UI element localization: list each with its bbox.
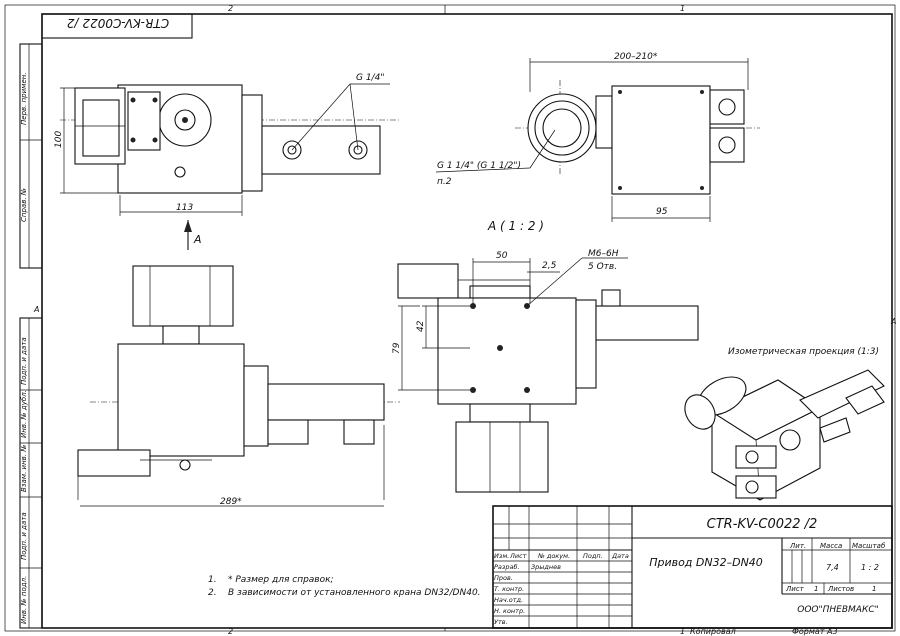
- zone-mark-bottom-left: 2: [228, 627, 233, 636]
- note-2-text: В зависимости от установленного крана DN…: [228, 588, 481, 598]
- developer-name: Зрыднев: [531, 563, 561, 571]
- section-a-dim-42: 42: [416, 320, 426, 332]
- zone-mark-top-left: 2: [228, 4, 233, 13]
- top-view-dim-width: 113: [176, 203, 193, 213]
- title-block-name: Привод DN32–DN40: [649, 556, 763, 569]
- value-sheets: 1: [872, 585, 876, 593]
- title-block: CTR-KV-C0022 /2 Изм. Лист № докум. Подп.…: [492, 505, 893, 629]
- role-nach-otd: Нач.отд.: [494, 596, 523, 604]
- label-sheets: Листов: [827, 585, 854, 593]
- company-name: ООО"ПНЕВМАКС": [797, 605, 879, 615]
- section-a-thread-note: M6–6H: [588, 249, 619, 259]
- notes-block: 1. * Размер для справок; 2. В зависимост…: [208, 575, 481, 598]
- left-strip-bottom: Подп. и дата Инв. № дубл. Взам. инв. № П…: [19, 317, 43, 629]
- strip-label-inv-podl: Инв. № подл.: [20, 576, 28, 624]
- label-lit: Лит.: [789, 542, 806, 550]
- note-1-num: 1.: [208, 575, 217, 585]
- zone-mark-top-right: 1: [680, 4, 685, 13]
- col-header-dokum: № докум.: [537, 552, 570, 560]
- strip-label-podp-2: Подп. и дата: [20, 512, 28, 560]
- section-a-dim-25: 2,5: [542, 261, 557, 271]
- front-view: 289*: [77, 265, 400, 507]
- top-view-dim-height: 100: [54, 131, 64, 148]
- view-arrow-label: A: [193, 233, 202, 246]
- role-n-kontr: Н. контр.: [494, 607, 525, 615]
- strip-label-vzam-inv: Взам. инв. №: [20, 444, 28, 492]
- copied-label: Копировал: [690, 627, 736, 636]
- end-view: 200–210* 95 G 1 1/4" (G 1 1/2") п.2: [435, 52, 760, 222]
- col-header-izm: Изм.: [494, 552, 509, 560]
- top-view: 100 113 G 1/4" A: [54, 73, 400, 250]
- label-scale: Масштаб: [852, 542, 886, 550]
- top-stamp-designation: CTR-KV-C0022 /2: [67, 16, 169, 30]
- top-view-thread-label: G 1/4": [356, 73, 384, 83]
- note-2-num: 2.: [208, 588, 217, 598]
- end-view-dim-width: 200–210*: [614, 52, 658, 62]
- role-razrab: Разраб.: [494, 563, 520, 571]
- end-view-dim-depth: 95: [656, 207, 668, 217]
- col-header-list: Лист: [509, 552, 527, 560]
- strip-label-podp-1: Подп. и дата: [20, 337, 28, 385]
- strip-label-sprav: Справ. №: [20, 188, 28, 222]
- zone-mark-bottom-right: 1: [680, 627, 685, 636]
- zone-mark-side-right: A: [890, 317, 896, 326]
- value-mass: 7,4: [826, 563, 839, 572]
- front-view-dim-length: 289*: [220, 497, 242, 507]
- col-header-data: Дата: [611, 552, 629, 560]
- zone-mark-side-left: A: [33, 305, 39, 314]
- strip-label-inv-dubl: Инв. № дубл.: [20, 390, 28, 438]
- section-a-view: А ( 1 : 2 ) 50 2,5 42 79 M6–6H 5 Отв: [392, 219, 699, 493]
- top-stamp-box: [41, 13, 193, 39]
- iso-caption: Изометрическая проекция (1:3): [728, 347, 879, 357]
- isometric-view: Изометрическая проекция (1:3): [684, 347, 885, 501]
- format-label: Формат А3: [792, 627, 838, 636]
- role-utv: Утв.: [494, 618, 508, 626]
- label-mass: Масса: [820, 542, 842, 550]
- strip-label-perv: Перв. примен.: [20, 72, 28, 125]
- left-strip-top: Перв. примен. Справ. №: [19, 43, 43, 269]
- end-view-note-ref: п.2: [437, 177, 452, 187]
- role-t-kontr: Т. контр.: [494, 585, 524, 593]
- end-view-thread-label: G 1 1/4" (G 1 1/2"): [437, 161, 521, 171]
- label-sheet: Лист: [785, 585, 805, 593]
- section-a-dim-79: 79: [392, 342, 402, 354]
- note-1-text: * Размер для справок;: [228, 575, 334, 585]
- value-sheet: 1: [814, 585, 818, 593]
- section-a-holes-note: 5 Отв.: [588, 262, 617, 272]
- role-prov: Пров.: [494, 574, 513, 582]
- section-a-title: А ( 1 : 2 ): [487, 219, 544, 233]
- title-block-designation: CTR-KV-C0022 /2: [707, 517, 818, 532]
- value-scale: 1 : 2: [861, 563, 879, 572]
- col-header-podp: Подп.: [583, 552, 603, 560]
- section-a-dim-50: 50: [496, 251, 508, 261]
